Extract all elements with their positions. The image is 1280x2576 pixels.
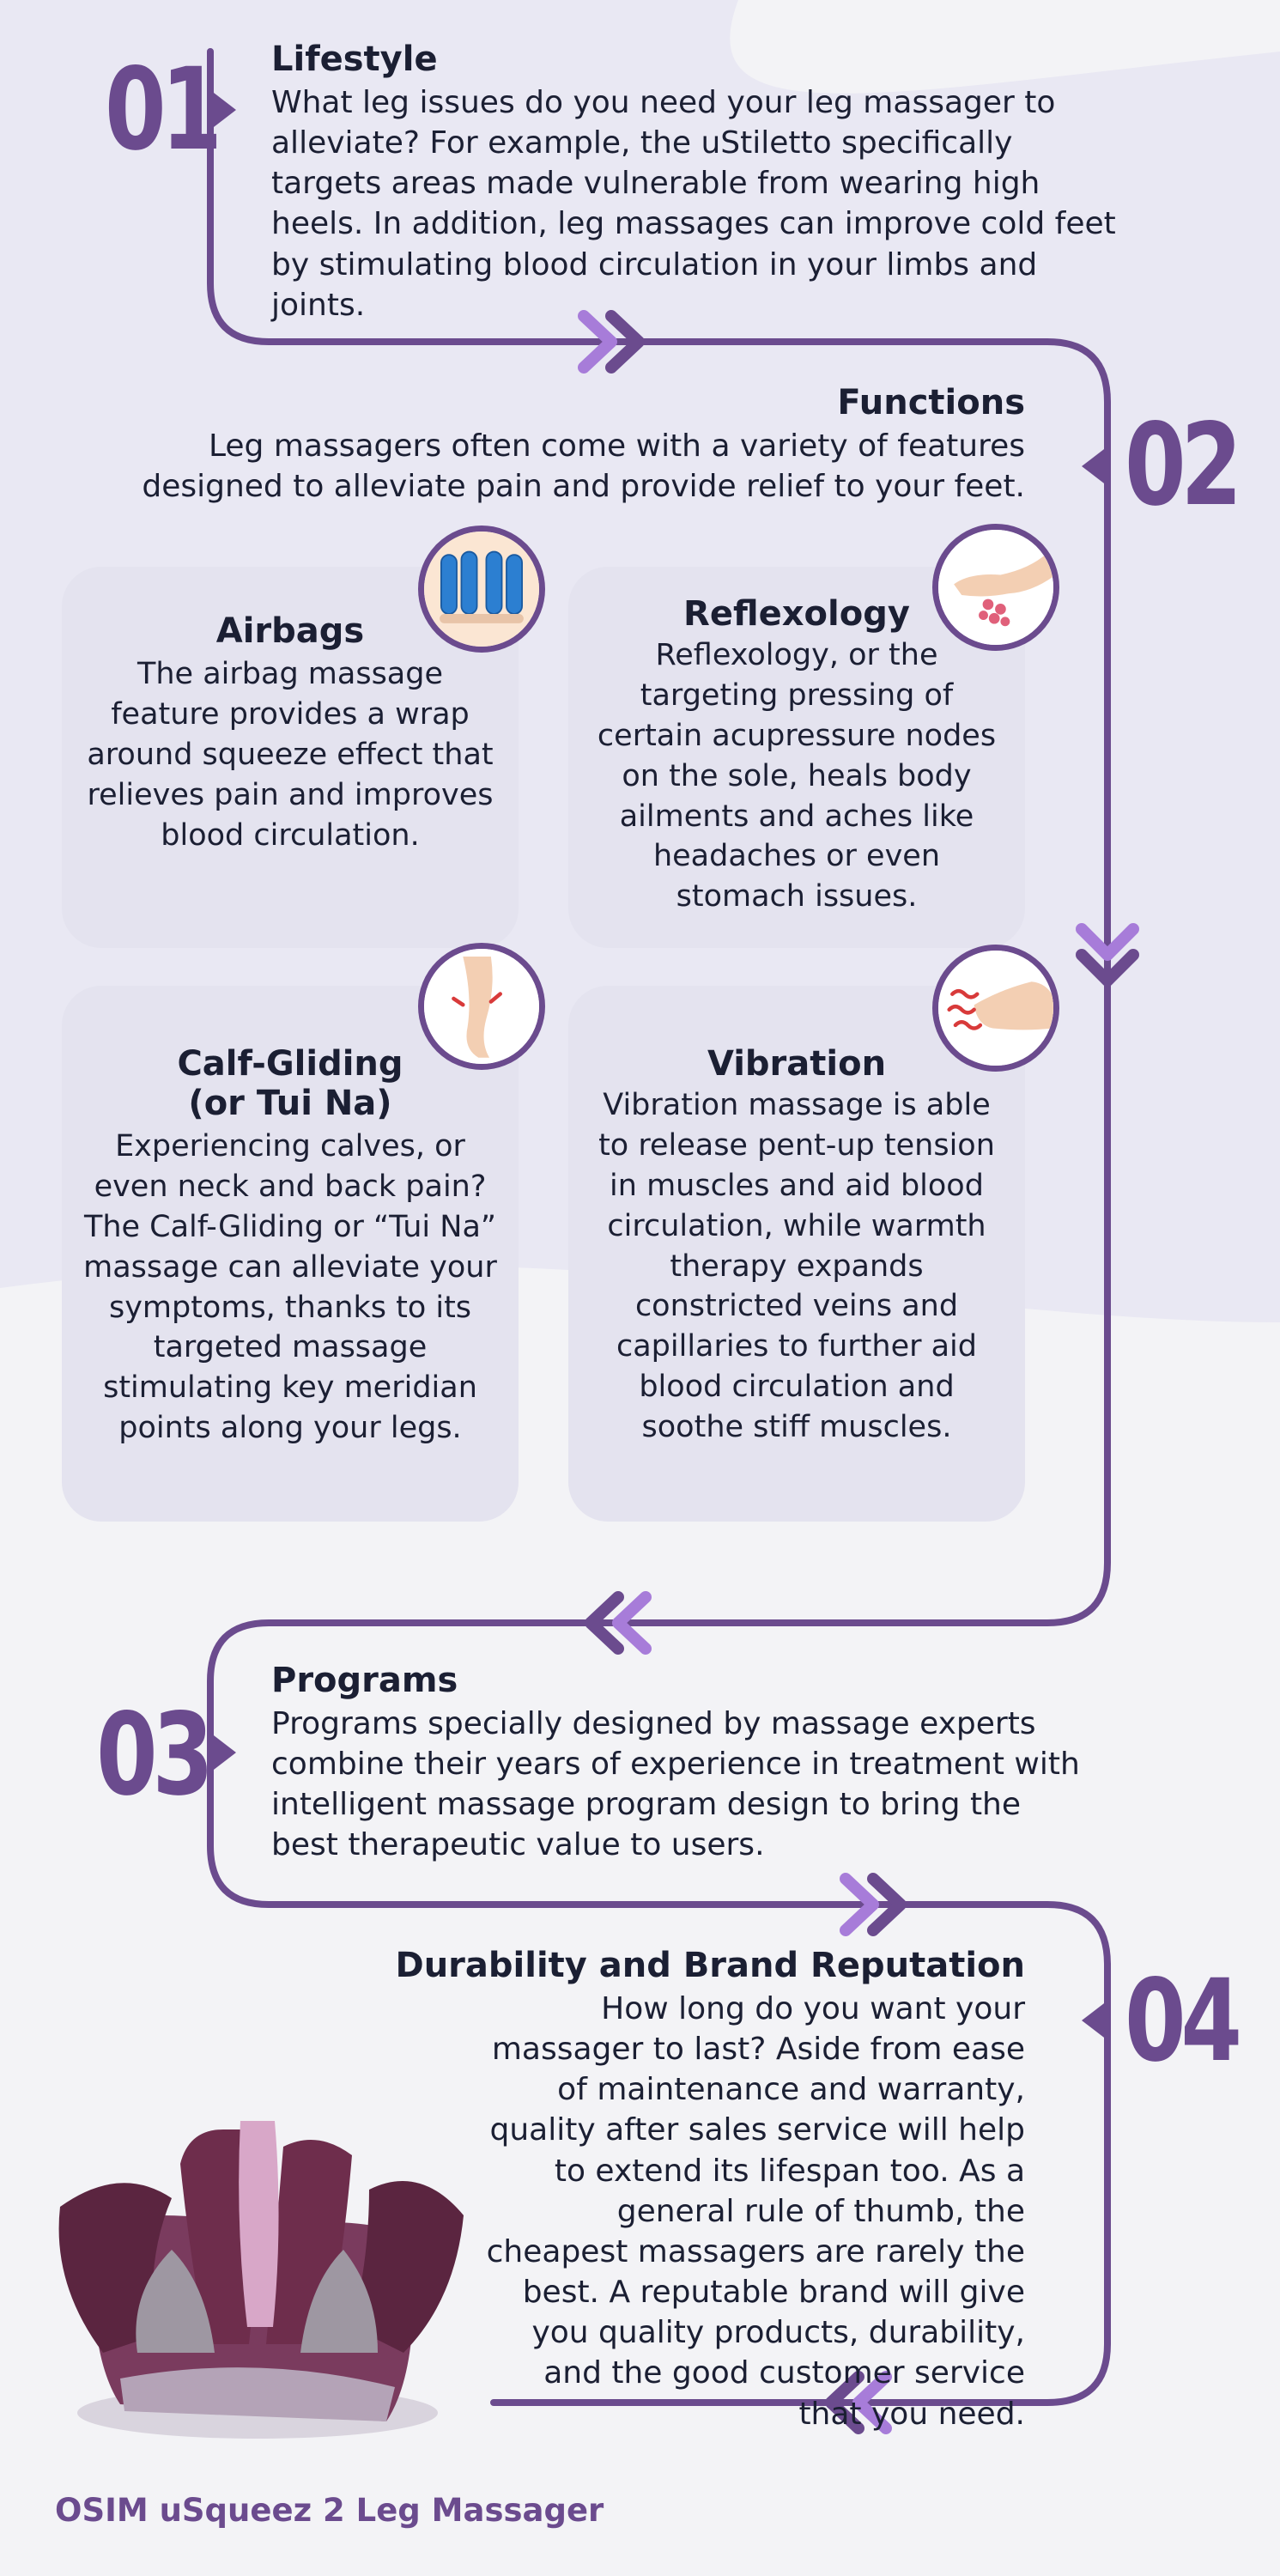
card-body-vibration: Vibration massage is able to release pen…	[598, 1088, 995, 1445]
notch-03	[210, 1733, 236, 1772]
section-number-01: 01	[105, 44, 222, 176]
section-title-durability: Durability and Brand Reputation	[395, 1946, 1026, 1985]
leg-massager-product-image	[58, 2121, 464, 2439]
section-title-functions: Functions	[837, 383, 1025, 422]
section-title-lifestyle: Lifestyle	[271, 39, 438, 79]
foot-vibration-icon	[932, 945, 1059, 1072]
section-body-durability: How long do you want your massager to la…	[486, 1991, 1025, 2432]
section-body-programs: Programs specially designed by massage e…	[271, 1706, 1080, 1863]
card-title-airbags: Airbags	[215, 611, 365, 651]
card-body-calf-gliding: Experiencing calves, or even neck and ba…	[83, 1129, 497, 1446]
notch-01	[210, 90, 236, 130]
double-chevron-left-icon	[585, 1591, 652, 1655]
notch-02	[1082, 447, 1107, 486]
double-chevron-right-icon	[840, 1873, 907, 1936]
flow-path-1	[207, 48, 1111, 2406]
double-chevron-icon	[578, 310, 645, 374]
card-title-vibration: Vibration	[707, 1044, 887, 1084]
product-caption: OSIM uSqueez 2 Leg Massager	[55, 2492, 604, 2529]
section-number-03: 03	[96, 1689, 214, 1821]
card-body-reflexology: Reflexology, or the targeting pressing o…	[597, 638, 997, 914]
notch-04	[1082, 2001, 1107, 2040]
double-chevron-left-icon-2	[825, 2371, 892, 2434]
section-number-02: 02	[1125, 399, 1242, 532]
card-title-reflexology: Reflexology	[683, 594, 910, 634]
double-chevron-down-icon	[1076, 923, 1139, 987]
section-body-lifestyle: What leg issues do you need your leg mas…	[271, 85, 1116, 323]
card-body-airbags: The airbag massage feature provides a wr…	[87, 657, 494, 853]
section-body-functions: Leg massagers often come with a variety …	[142, 428, 1025, 505]
section-number-04: 04	[1125, 1955, 1242, 2087]
airbag-icon	[418, 526, 545, 653]
feature-card-vibration	[568, 986, 1025, 1522]
feature-card-calf-gliding	[62, 986, 519, 1522]
section-title-programs: Programs	[271, 1661, 458, 1700]
card-title-calf-gliding: Calf-Gliding (or Tui Na)	[177, 1044, 403, 1123]
calf-icon	[418, 943, 545, 1070]
foot-reflexology-icon	[932, 524, 1059, 651]
